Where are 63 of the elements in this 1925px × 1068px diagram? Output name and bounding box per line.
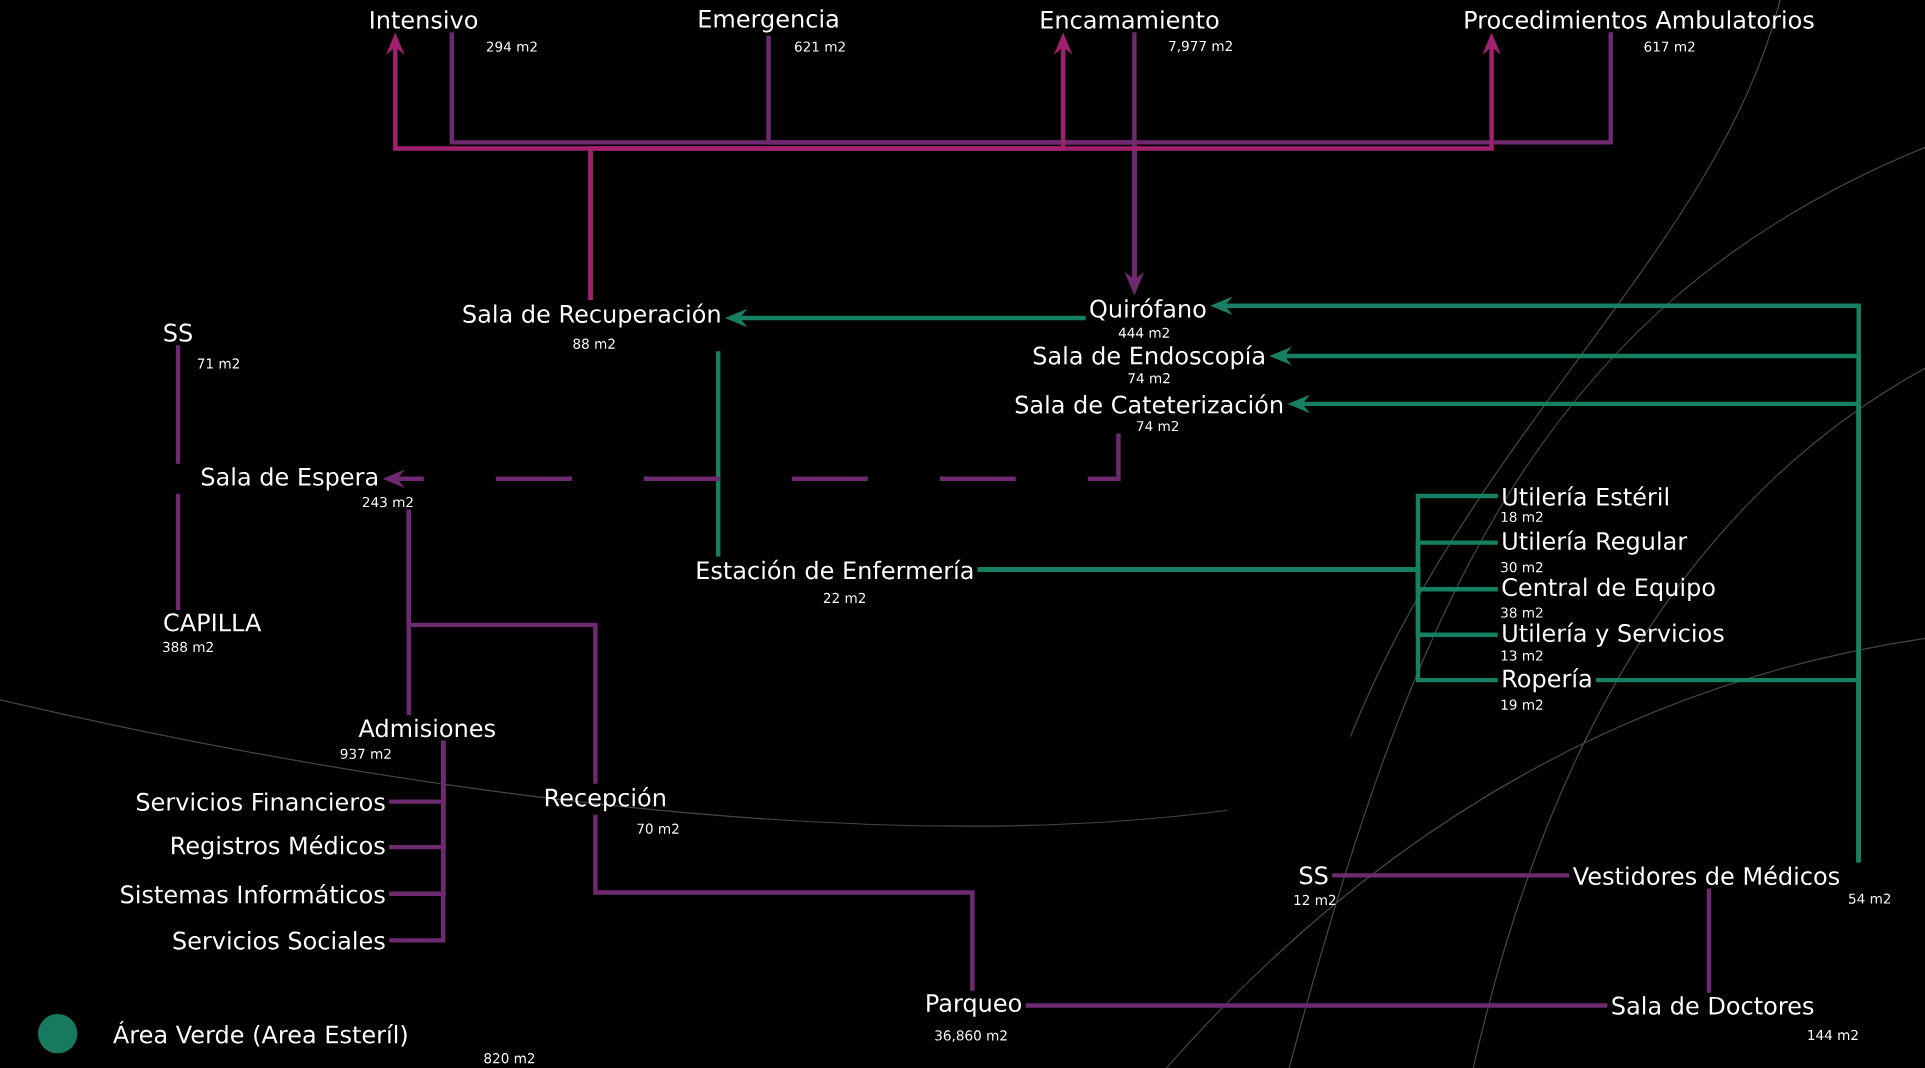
- area-label: 74 m2: [1128, 373, 1170, 384]
- room-label: SS: [1299, 866, 1328, 885]
- area-label: 54 m2: [1849, 893, 1891, 904]
- room-label: Sala de Espera: [201, 467, 377, 491]
- room-label: Sala de Doctores: [1612, 996, 1814, 1015]
- room-label: CAPILLA: [164, 613, 262, 632]
- area-label: 71 m2: [197, 358, 239, 369]
- area-label: 88 m2: [573, 338, 615, 349]
- room-label: Emergencia: [699, 9, 838, 33]
- room-label: Sala de Cateterización: [1015, 394, 1283, 414]
- area-label: 13 m2: [1501, 650, 1543, 661]
- area-label: 294 m2: [486, 41, 537, 52]
- room-label: Utilería Regular: [1503, 530, 1688, 555]
- room-label: Estación de Enfermería: [697, 559, 973, 580]
- area-label: 444 m2: [1118, 327, 1169, 338]
- area-label: 617 m2: [1644, 41, 1695, 52]
- area-label: 621 m2: [794, 41, 845, 52]
- area-label: 12 m2: [1294, 894, 1336, 905]
- room-label: Central de Equipo: [1502, 577, 1715, 601]
- room-label: Encamamiento: [1041, 10, 1219, 29]
- connector-line: [716, 351, 721, 557]
- room-label: Vestidores de Médicos: [1572, 865, 1840, 886]
- room-label: Parqueo: [927, 994, 1021, 1017]
- area-label: 144 m2: [1808, 1029, 1858, 1040]
- area-label: 38 m2: [1501, 607, 1543, 618]
- area-label: 36,860 m2: [935, 1030, 1007, 1042]
- room-label: Utilería y Servicios: [1503, 622, 1724, 647]
- room-label: Intensivo: [371, 10, 478, 29]
- connector-line: [1596, 677, 1861, 863]
- area-label: 243 m2: [362, 496, 413, 508]
- connector-line: [175, 345, 181, 464]
- connector-line: [175, 493, 181, 610]
- room-label: Servicios Sociales: [173, 931, 385, 950]
- area-label: 22 m2: [823, 592, 866, 603]
- area-label: 18 m2: [1501, 511, 1543, 522]
- area-label: 820 m2: [484, 1053, 535, 1064]
- room-label: SS: [164, 323, 192, 342]
- connector-line: [389, 740, 446, 943]
- connector-line: [1332, 873, 1570, 878]
- connector-line: [406, 509, 598, 784]
- area-label: 7,977 m2: [1169, 40, 1232, 53]
- room-label: Procedimientos Ambulatorios: [1465, 10, 1814, 29]
- room-label: Utilería Estéril: [1503, 486, 1668, 506]
- area-label: 74 m2: [1137, 420, 1179, 431]
- area-label: 30 m2: [1501, 562, 1543, 573]
- room-label: Sistemas Informáticos: [121, 883, 385, 904]
- room-label: Recepción: [545, 787, 665, 812]
- connector-line: [593, 814, 975, 991]
- connector-line: [1025, 1003, 1608, 1008]
- area-label: 70 m2: [637, 823, 679, 834]
- room-label: Sala de Recuperación: [463, 303, 720, 328]
- area-label: 388 m2: [163, 641, 213, 653]
- connector-line: [1706, 888, 1712, 993]
- room-label: Quirófano: [1090, 298, 1206, 321]
- connector-line: [977, 567, 1498, 683]
- area-label: 19 m2: [1501, 699, 1543, 710]
- room-label: Sala de Endoscopía: [1033, 345, 1264, 370]
- legend-label: Área Verde (Area Esteríl): [113, 1021, 407, 1047]
- room-label: Servicios Financieros: [136, 792, 385, 811]
- room-label: Admisiones: [358, 718, 495, 738]
- area-label: 937 m2: [340, 748, 391, 759]
- room-label: Ropería: [1503, 668, 1591, 693]
- room-label: Registros Médicos: [172, 834, 385, 860]
